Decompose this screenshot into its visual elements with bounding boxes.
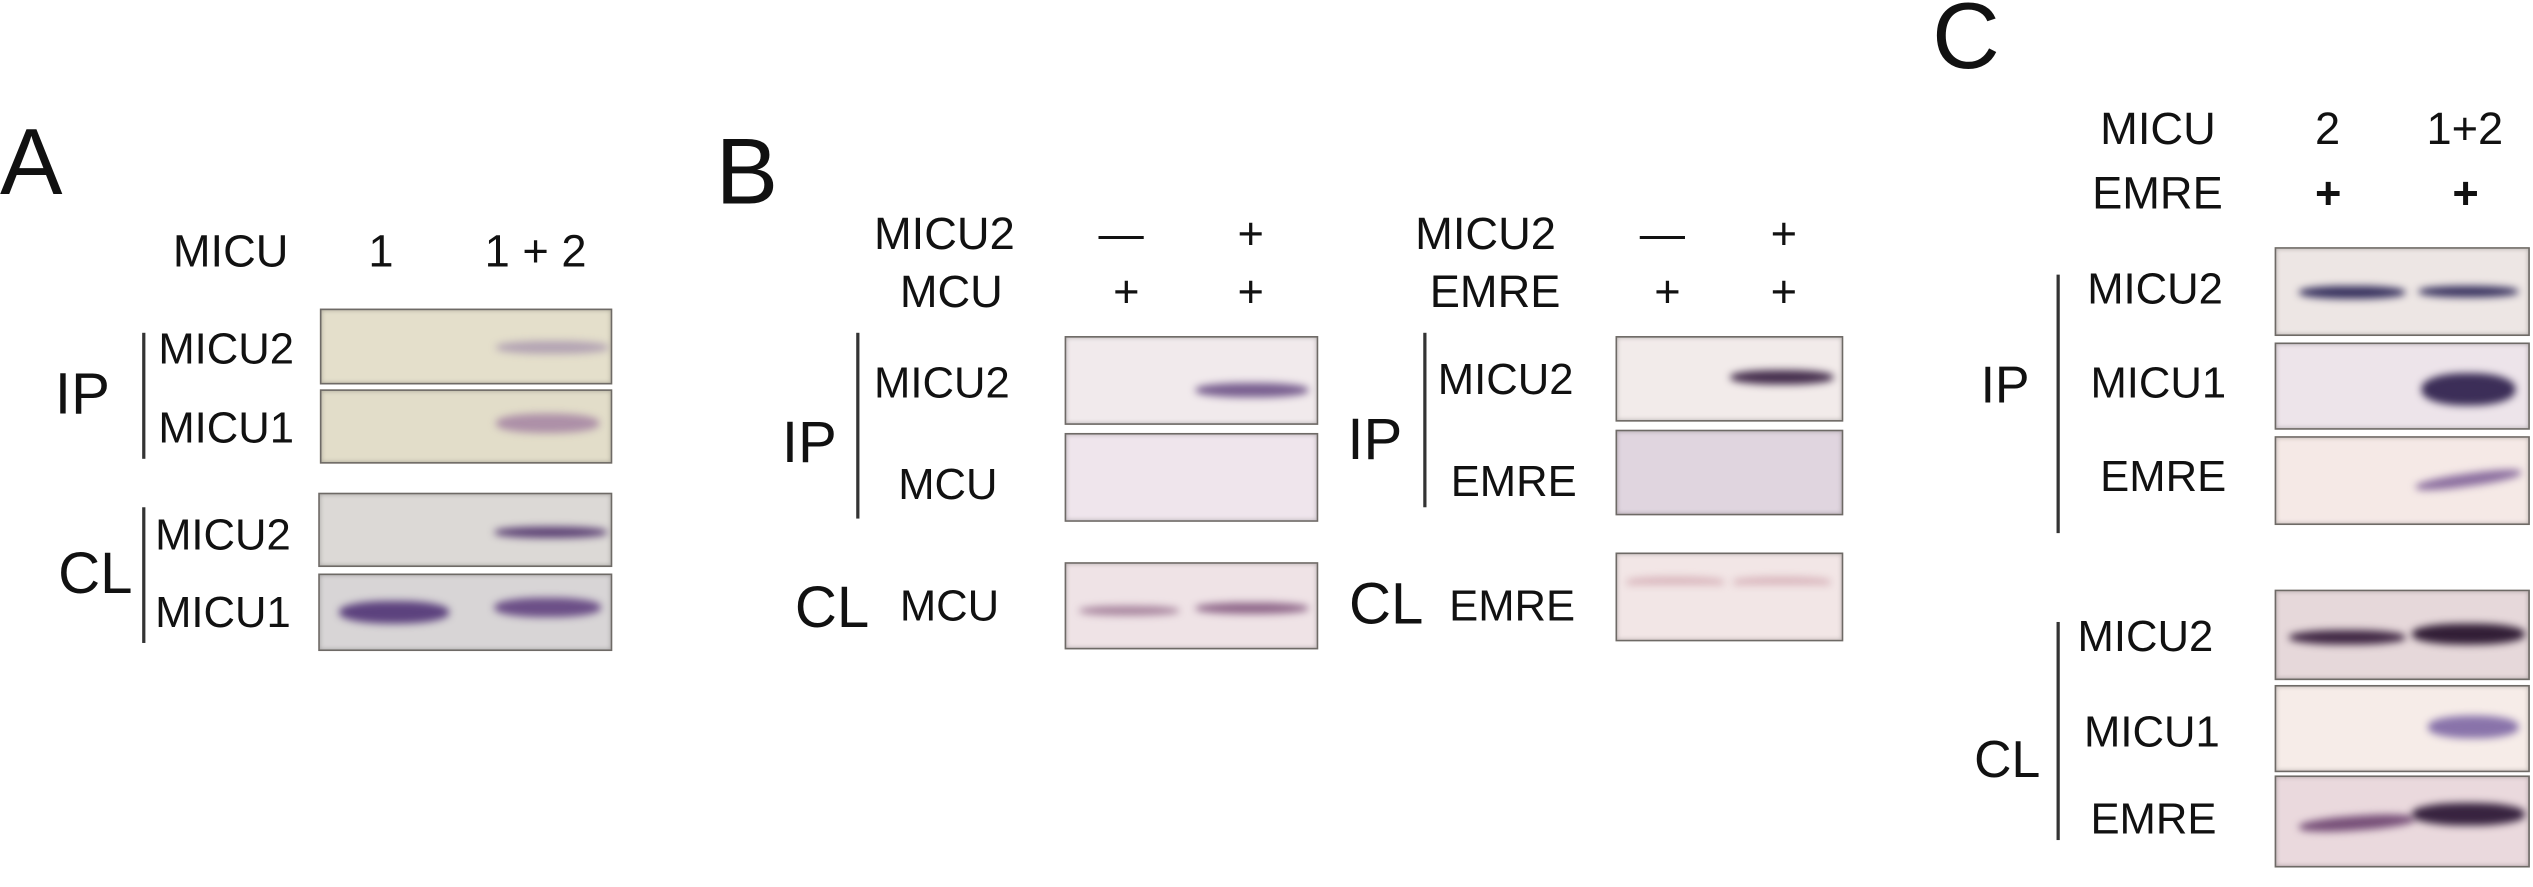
blot-cl-mcu <box>1064 562 1319 650</box>
row-label: MICU1 <box>2083 707 2220 757</box>
header-label: EMRE <box>2092 168 2223 219</box>
panel-a-lane-2: 1 + 2 <box>484 226 587 277</box>
lane-value: + <box>1113 266 1140 317</box>
band <box>2411 802 2526 826</box>
row-label: MICU2 <box>2077 612 2214 661</box>
band <box>2428 715 2519 739</box>
header-label: MICU <box>2100 103 2216 154</box>
header-label: MICU2 <box>873 208 1015 259</box>
band <box>1195 382 1309 398</box>
row-label: MICU2 <box>1437 355 1574 404</box>
header-label: EMRE <box>1429 266 1561 317</box>
blot-ip-emre <box>2274 436 2530 526</box>
row-label: MCU <box>898 460 998 509</box>
cl-label: CL <box>1348 570 1424 637</box>
blot-cl-micu2 <box>2274 589 2530 681</box>
panel-a-header-label: MICU <box>172 226 289 277</box>
band <box>2411 623 2526 645</box>
band <box>494 597 601 618</box>
lane-value: + <box>2452 168 2479 219</box>
band <box>2298 811 2416 835</box>
ip-bracket-line <box>1423 332 1426 508</box>
blot-ip-emre <box>1615 429 1844 516</box>
band <box>495 340 610 354</box>
blot-ip-micu2 <box>1064 336 1319 425</box>
lane-value: 2 <box>2315 103 2341 154</box>
band <box>2418 285 2519 298</box>
band <box>1079 605 1180 616</box>
ip-label: IP <box>1347 405 1403 472</box>
ip-bracket-line <box>856 332 859 519</box>
row-label: EMRE <box>1450 457 1577 506</box>
row-label: MICU2 <box>873 358 1010 408</box>
blot-cl-emre <box>2274 775 2530 868</box>
blot-ip-micu2 <box>319 308 613 385</box>
cl-bracket-line <box>2056 621 2059 841</box>
lane-value: — <box>1639 208 1685 259</box>
ip-label: IP <box>1980 355 2030 414</box>
lane-value: + <box>1770 266 1798 317</box>
panel-c-letter: C <box>1932 0 2000 89</box>
row-label: MCU <box>899 581 1000 631</box>
row-label: MICU2 <box>2087 264 2223 314</box>
band <box>2289 630 2406 645</box>
row-label: MICU2 <box>155 510 291 559</box>
blot-ip-micu1 <box>2274 342 2530 430</box>
band <box>1733 576 1831 585</box>
ip-bracket-line <box>2056 274 2059 534</box>
cl-label: CL <box>794 573 870 640</box>
band <box>495 413 600 433</box>
band <box>2421 373 2516 406</box>
blot-cl-emre <box>1615 552 1844 642</box>
band <box>1730 369 1834 385</box>
cl-bracket-line <box>142 507 145 643</box>
panel-a-lane-1: 1 <box>368 226 394 277</box>
band <box>2298 285 2406 299</box>
panel-a-letter: A <box>0 109 63 215</box>
blot-cl-micu1 <box>318 573 613 652</box>
panel-a-ip-label: IP <box>54 360 110 427</box>
lane-value: 1+2 <box>2426 103 2504 154</box>
row-label: MICU1 <box>158 403 295 453</box>
band <box>339 600 450 624</box>
lane-value: + <box>1770 208 1798 259</box>
blot-ip-micu2 <box>1615 336 1844 422</box>
header-label: MCU <box>899 266 1003 317</box>
row-label: MICU2 <box>158 324 295 374</box>
row-label: EMRE <box>2090 794 2217 844</box>
band <box>494 526 608 538</box>
header-label: MICU2 <box>1415 208 1556 259</box>
band <box>1195 602 1309 614</box>
cl-label: CL <box>1974 730 2041 789</box>
panel-a-cl-label: CL <box>58 539 133 606</box>
row-label: EMRE <box>2100 452 2227 501</box>
panel-b-letter: B <box>715 119 779 225</box>
ip-bracket-line <box>142 332 145 459</box>
blot-ip-micu2 <box>2274 247 2530 337</box>
lane-value: — <box>1098 208 1144 259</box>
blot-cl-micu1 <box>2274 684 2530 773</box>
blot-ip-mcu <box>1064 432 1319 522</box>
band <box>2414 465 2523 494</box>
lane-value: + <box>2315 168 2342 219</box>
row-label: MICU1 <box>155 588 291 637</box>
blot-cl-micu2 <box>318 492 613 568</box>
row-label: EMRE <box>1449 581 1576 631</box>
lane-value: + <box>1237 208 1264 259</box>
band <box>1626 576 1724 585</box>
lane-value: + <box>1654 266 1681 317</box>
lane-value: + <box>1237 266 1264 317</box>
ip-label: IP <box>781 408 837 475</box>
row-label: MICU1 <box>2090 358 2227 408</box>
blot-ip-micu1 <box>319 389 613 464</box>
